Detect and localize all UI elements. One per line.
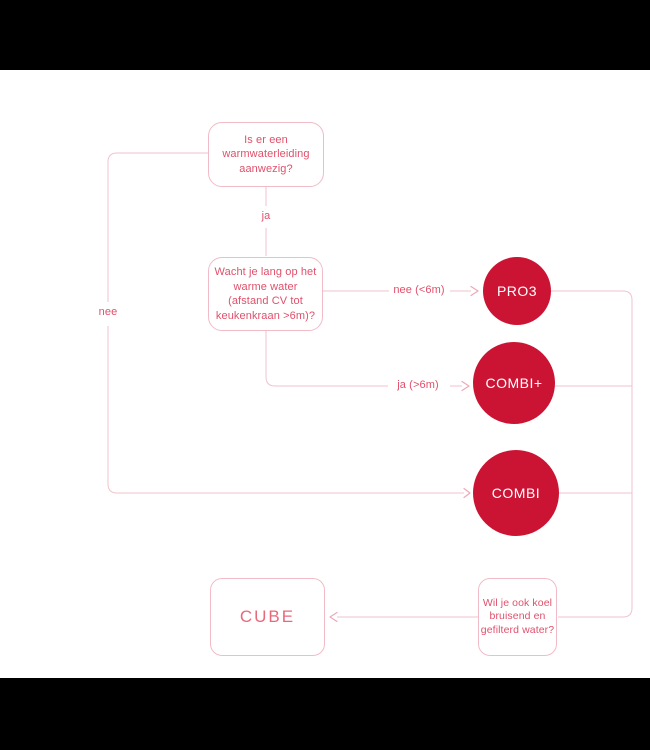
edge-nee-line xyxy=(107,152,464,494)
edge-label-ja: ja xyxy=(261,210,271,222)
question-text: Wacht je lang op het warme water (afstan… xyxy=(214,266,317,322)
edge-ja6m-arrowhead xyxy=(461,380,470,392)
edge-label-ja-6m: ja (>6m) xyxy=(397,379,439,391)
edge-nee-arrowhead xyxy=(463,487,471,499)
edge-pro3-rail xyxy=(551,290,633,618)
question-text: Is er een warmwaterleiding aanwezig? xyxy=(222,133,310,175)
letterbox-bottom-bar xyxy=(0,678,650,750)
product-label: PRO3 xyxy=(496,283,538,299)
product-node-combi-plus: COMBI+ xyxy=(473,342,555,424)
question-box-wachttijd: Wacht je lang op het warme water (afstan… xyxy=(208,257,323,331)
edge-nee6m-arrowhead xyxy=(470,285,479,297)
question-box-koelwater: Wil je ook koel bruisend en gefilterd wa… xyxy=(478,578,557,656)
edge-label-nee: nee xyxy=(98,306,118,318)
product-label: CUBE xyxy=(239,606,296,626)
edge-label-nee-6m: nee (<6m) xyxy=(393,284,445,296)
question-box-warmwaterleiding: Is er een warmwaterleiding aanwezig? xyxy=(208,122,324,187)
question-text: Wil je ook koel bruisend en gefilterd wa… xyxy=(480,596,555,636)
product-node-cube: CUBE xyxy=(210,578,325,656)
edge-q3-cube-arrowhead xyxy=(329,611,338,623)
product-node-pro3: PRO3 xyxy=(483,257,551,325)
product-node-combi: COMBI xyxy=(473,450,559,536)
edge-ja6m-line xyxy=(265,331,462,387)
product-label: COMBI+ xyxy=(485,375,543,391)
product-label: COMBI xyxy=(491,485,541,501)
letterbox-top-bar xyxy=(0,0,650,70)
